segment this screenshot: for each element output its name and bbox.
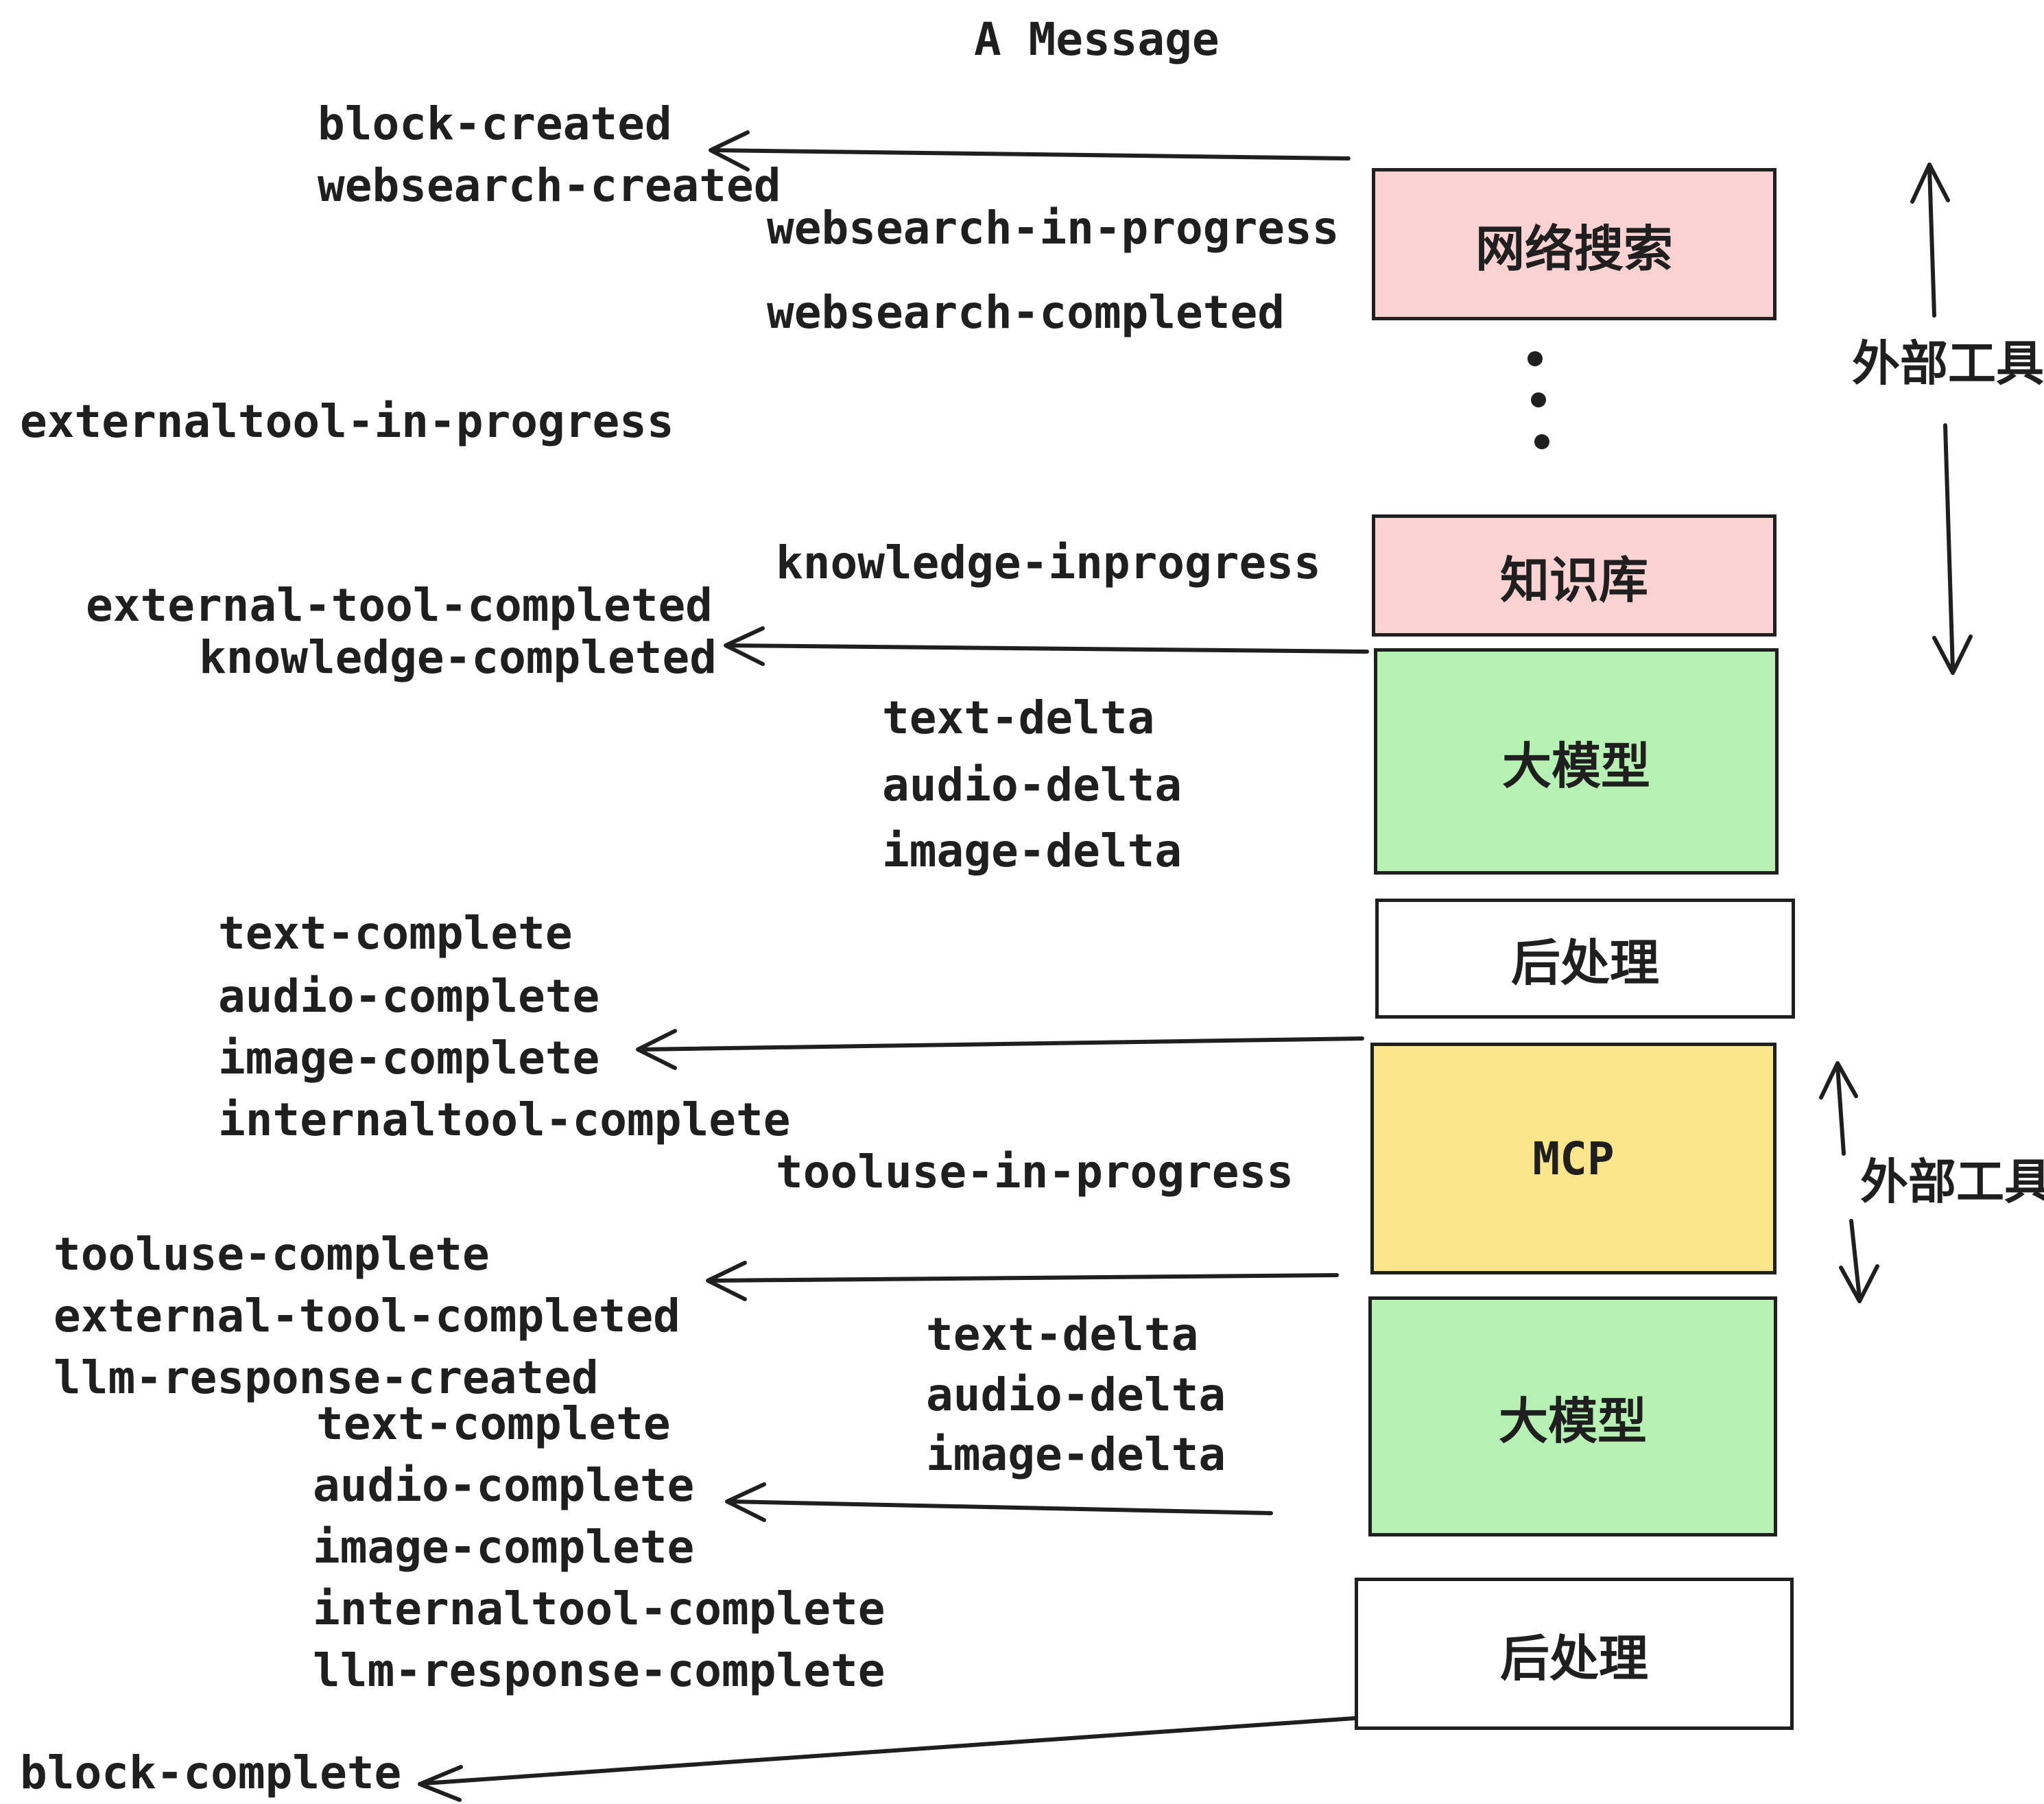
arrow-left-tooluse-complete-icon [706,1261,1339,1301]
arrow-down-external-tools-top-icon [1932,423,1973,675]
arrow-left-websearch-created-icon [709,130,1351,171]
event-label-websearch-in-progress: websearch-in-progress [767,202,1340,254]
side-label-external-tools-top: 外部工具 [1852,335,2044,392]
arrow-up-external-tools-mcp-icon [1819,1061,1858,1156]
event-label-audio-complete: audio-complete [218,970,600,1023]
arrow-left-knowledge-completed-icon [724,626,1369,666]
mcp-box: MCP [1370,1043,1776,1274]
event-label-externaltool-in-progress: externaltool-in-progress [20,395,674,448]
llm-box-1-label: 大模型 [1501,737,1650,795]
vertical-ellipsis-icon [1528,351,1549,449]
event-label-image-complete: image-complete [218,1032,600,1084]
websearch-box: 网络搜索 [1372,168,1776,320]
knowledge-box: 知识库 [1372,514,1776,637]
event-label-image-delta: image-delta [882,824,1183,877]
event-label-llm-response-created: llm-response-created [54,1351,599,1404]
postprocess-box-2-label: 后处理 [1499,1629,1648,1687]
event-label-block-complete: block-complete [20,1746,402,1799]
event-label-internaltool-complete: internaltool-complete [218,1093,791,1146]
event-label-audio-complete-2: audio-complete [313,1459,695,1512]
event-label-knowledge-inprogress: knowledge-inprogress [776,536,1321,589]
arrow-left-block-complete-icon [418,1716,1357,1802]
event-label-image-delta-2: image-delta [926,1428,1226,1481]
side-label-external-tools-mcp: 外部工具 [1860,1154,2044,1210]
event-label-image-complete-2: image-complete [313,1521,695,1574]
event-label-tooluse-in-progress: tooluse-in-progress [776,1146,1294,1198]
arrow-up-external-tools-top-icon [1910,163,1950,318]
event-label-websearch-completed: websearch-completed [767,286,1285,339]
llm-box-2-label: 大模型 [1498,1392,1647,1450]
postprocess-box-2: 后处理 [1355,1578,1794,1730]
event-label-audio-delta: audio-delta [882,759,1183,811]
arrow-down-external-tools-mcp-icon [1839,1219,1879,1303]
event-label-llm-response-complete: llm-response-complete [313,1644,886,1697]
arrow-left-image-complete-icon [636,1029,1364,1070]
event-label-websearch-created: websearch-created [318,159,781,212]
event-label-external-tool-completed-2: external-tool-completed [54,1290,680,1342]
event-label-block-created: block-created [318,97,672,150]
event-label-internaltool-complete-2: internaltool-complete [313,1582,886,1635]
event-label-text-delta-2: text-delta [926,1308,1199,1361]
event-label-text-complete-2: text-complete [316,1397,671,1450]
postprocess-box-1: 后处理 [1375,899,1795,1019]
websearch-box-label: 网络搜索 [1475,219,1673,278]
page-title: A Message [974,13,1220,66]
event-label-tooluse-complete: tooluse-complete [54,1228,490,1281]
event-label-text-complete: text-complete [218,907,573,960]
knowledge-box-label: 知识库 [1499,551,1648,609]
llm-box-1: 大模型 [1374,648,1779,875]
llm-box-2: 大模型 [1368,1296,1777,1536]
event-label-knowledge-completed: knowledge-completed [199,631,717,684]
event-label-external-tool-completed: external-tool-completed [86,579,713,632]
postprocess-box-1-label: 后处理 [1510,934,1659,992]
event-label-text-delta: text-delta [882,691,1155,744]
mcp-box-label: MCP [1532,1132,1615,1185]
event-label-audio-delta-2: audio-delta [926,1368,1226,1421]
arrow-left-audio-complete-icon [725,1482,1273,1522]
